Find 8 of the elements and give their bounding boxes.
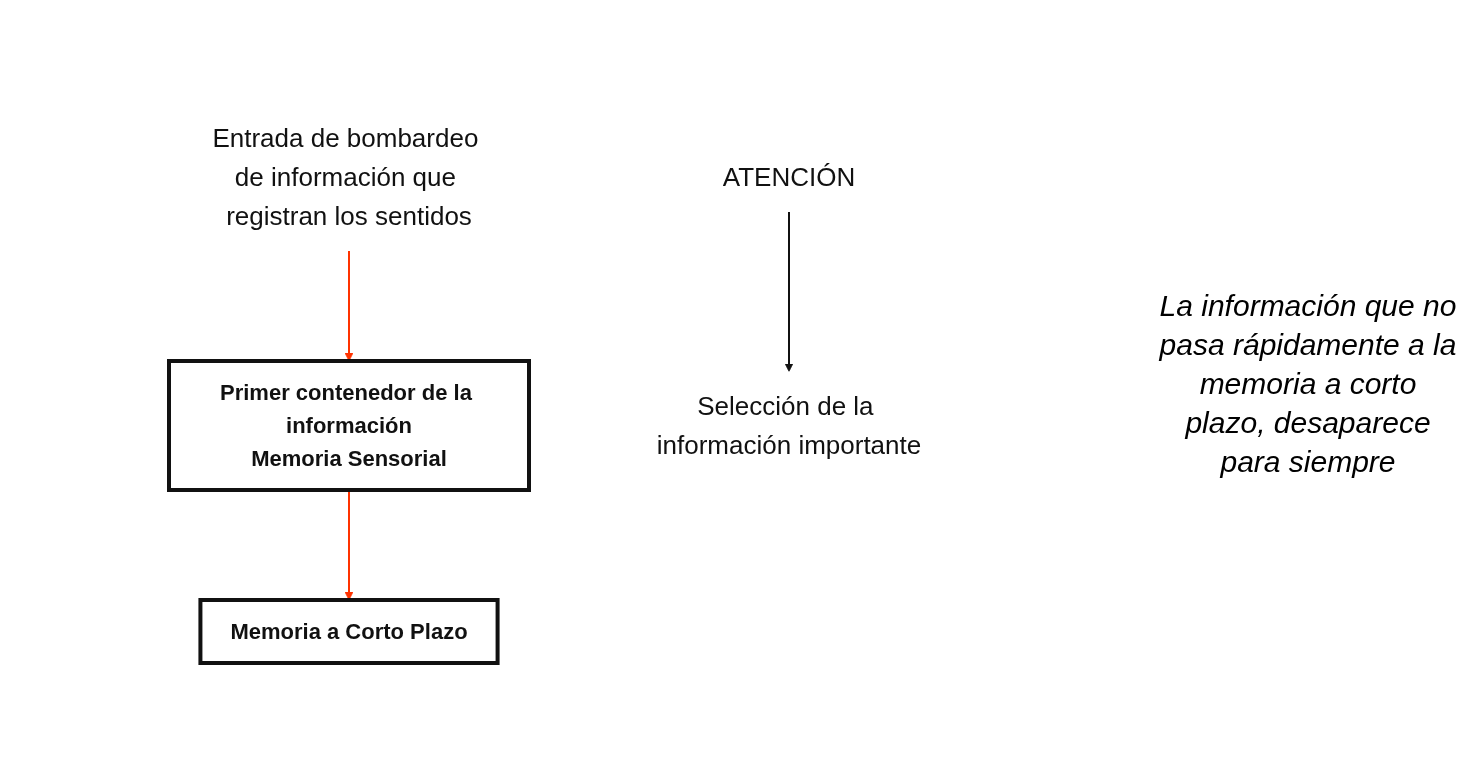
node-text: Selección de la información importante (656, 390, 922, 460)
arrow (784, 211, 794, 372)
node-box: Primer contenedor de la información Memoria Sensorial (167, 359, 531, 492)
node-text: Entrada de bombardeo de información que registran los sentidos (212, 123, 479, 231)
node-text: ATENCIÓN (722, 162, 856, 192)
arrow (344, 250, 354, 362)
node-box: Memoria a Corto Plazo (198, 598, 500, 665)
note-text: La información que no pasa rápidamente a la memoria a corto plazo, desaparece para siempre (1158, 288, 1458, 480)
